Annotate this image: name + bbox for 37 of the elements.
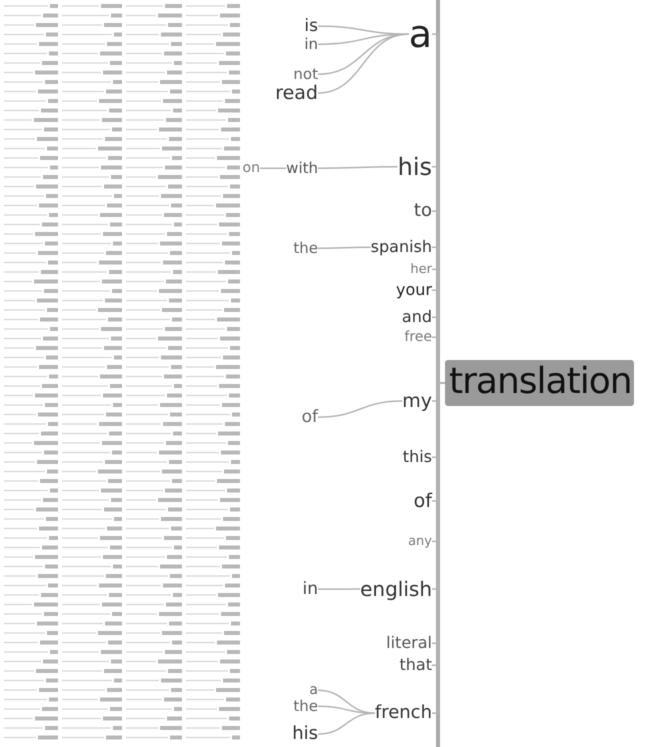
word-label: any (408, 534, 432, 548)
word-label: my (402, 392, 432, 411)
word-label: this (402, 449, 432, 466)
word-label: in (304, 36, 318, 52)
word-label: spanish (370, 239, 432, 256)
word-label: on (242, 161, 260, 176)
branch-line (318, 166, 398, 169)
word-label: her (410, 262, 432, 276)
word-label: french (374, 704, 432, 722)
word-label: his (292, 725, 318, 744)
branch-line (318, 588, 360, 590)
branch-line (260, 168, 286, 170)
word-label: not (293, 66, 318, 82)
word-label: a (408, 15, 432, 54)
word-label: is (304, 18, 318, 35)
branch-line (318, 400, 402, 418)
word-label: literal (386, 635, 432, 652)
word-label: and (402, 309, 432, 326)
word-label: in (302, 580, 318, 598)
word-label: his (398, 154, 432, 179)
word-label: the (293, 698, 318, 714)
word-label: your (396, 282, 432, 298)
word-label: that (400, 657, 432, 674)
word-label: with (286, 160, 318, 176)
word-label: of (302, 408, 318, 426)
word-label: to (414, 202, 432, 220)
word-label: english (360, 579, 432, 599)
branch-line (318, 690, 375, 714)
word-label: the (293, 240, 318, 256)
word-label: a (309, 683, 318, 698)
branch-line (318, 246, 371, 249)
branch-line (318, 33, 409, 94)
branch-line (318, 712, 375, 735)
word-label: free (404, 330, 432, 344)
word-label: of (414, 492, 432, 511)
word-label: read (275, 84, 318, 103)
root-word-label: translation (445, 360, 634, 406)
